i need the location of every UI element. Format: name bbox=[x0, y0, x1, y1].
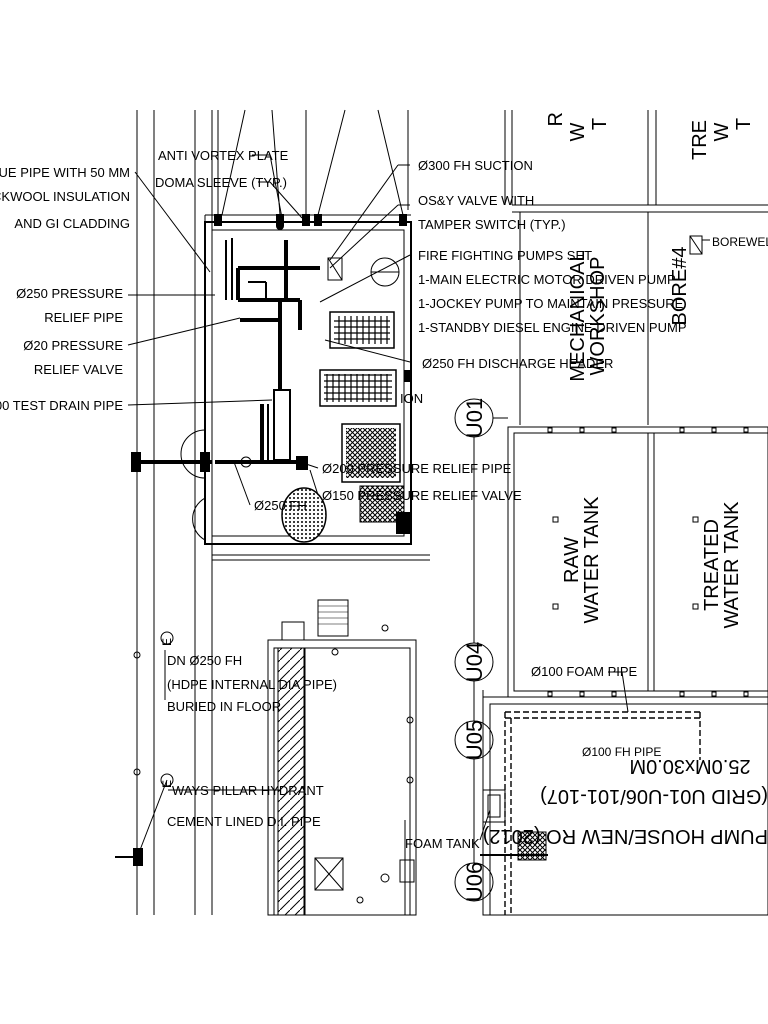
pump-room bbox=[180, 109, 412, 545]
fh-250-label: Ø250 FH bbox=[254, 498, 307, 513]
room-top-left-l1: R bbox=[545, 112, 567, 126]
treated-tank-l1: TREATED bbox=[701, 519, 723, 611]
pumps-set-line-4: 1-STANDBY DIESEL ENGINE DRIVEN PUMP bbox=[418, 320, 687, 335]
e-marker-2: E bbox=[160, 780, 174, 788]
dn-250-line-3: BURIED IN FLOOR bbox=[167, 699, 281, 714]
pressure-relief-valve-line-1: Ø20 PRESSURE bbox=[23, 338, 123, 353]
dn-250-line-2: (HDPE INTERNAL DIA PIPE) bbox=[167, 677, 337, 692]
fh-suction-label: Ø300 FH SUCTION bbox=[418, 158, 533, 173]
raw-tank-l1: RAW bbox=[561, 537, 583, 583]
pressure-relief-pipe-line-2: RELIEF PIPE bbox=[44, 310, 123, 325]
partial-ion-label: ION bbox=[400, 391, 423, 406]
room-label-raw-tank: RAW WATER TANK bbox=[561, 496, 603, 624]
leader-lines bbox=[127, 154, 710, 841]
pumps-set-line-1: FIRE FIGHTING PUMPS SET bbox=[418, 248, 592, 263]
workshop-l1: MECHANICAL bbox=[567, 250, 589, 381]
pillar-hydrant-symbol bbox=[115, 631, 174, 866]
pump-house-l1: PUMP HOUSE/NEW RO (2012) bbox=[483, 825, 768, 847]
room-label-top-left: R W T bbox=[545, 112, 611, 141]
grid-marker-u01: U01 bbox=[454, 398, 494, 438]
cement-lined-label: CEMENT LINED D.I. PIPE bbox=[167, 814, 321, 829]
room-top-right-l1: TRE bbox=[689, 120, 711, 160]
borewell-symbol bbox=[689, 235, 703, 255]
lower-building bbox=[212, 554, 430, 916]
flue-pipe-line-2: ROCKWOOL INSULATION bbox=[0, 189, 130, 204]
svg-text:U05: U05 bbox=[462, 720, 487, 760]
pillar-hydrant-label: WAYS PILLAR HYDRANT bbox=[172, 783, 324, 798]
svg-text:U06: U06 bbox=[462, 862, 487, 902]
room-label-pump-house: PUMP HOUSE/NEW RO (2012) (GRID U01-U06/1… bbox=[483, 755, 768, 847]
room-top-right-l2: W bbox=[711, 122, 733, 141]
grid-marker-u05: U05 bbox=[454, 720, 494, 760]
osy-valve-line-1: OS&Y VALVE WITH bbox=[418, 193, 534, 208]
relief-valve-150-label: Ø150 PRESSURE RELIEF VALVE bbox=[322, 488, 522, 503]
bore-label: BORE#4 bbox=[669, 247, 691, 326]
room-top-right-l3: T bbox=[733, 118, 755, 130]
dn-250-line-1: DN Ø250 FH bbox=[167, 653, 242, 668]
relief-pipe-200-label: Ø200 PRESSURE RELIEF PIPE bbox=[322, 461, 512, 476]
discharge-header-label: Ø250 FH DISCHARGE HEADER bbox=[422, 356, 613, 371]
pump-house-l3: 25.0Mx30.0M bbox=[629, 755, 750, 777]
room-top-left-l2: W bbox=[567, 122, 589, 141]
anti-vortex-label: ANTI VORTEX PLATE bbox=[158, 148, 289, 163]
svg-text:U01: U01 bbox=[462, 398, 487, 438]
doma-sleeve-label: DOMA SLEEVE (TYP.) bbox=[155, 175, 287, 190]
foam-pipe-label: Ø100 FOAM PIPE bbox=[531, 664, 638, 679]
flue-pipe-line-3: AND GI CLADDING bbox=[14, 216, 130, 231]
borewell-label: BOREWELL bbox=[712, 235, 768, 249]
workshop-l2: WORKSHOP bbox=[587, 257, 609, 376]
room-label-top-right: TRE W T bbox=[689, 118, 755, 160]
pumps-set-line-3: 1-JOCKEY PUMP TO MAINTAIN PRESSURE bbox=[418, 296, 684, 311]
pump-house-new-ro bbox=[480, 690, 768, 916]
foam-tank-label: FOAM TANK bbox=[405, 836, 480, 851]
room-label-treated-tank: TREATED WATER TANK bbox=[701, 501, 743, 629]
raw-tank-l2: WATER TANK bbox=[581, 496, 603, 624]
svg-text:U04: U04 bbox=[462, 642, 487, 682]
room-label-workshop: MECHANICAL WORKSHOP bbox=[567, 250, 609, 381]
grid-marker-u06: U06 bbox=[454, 862, 494, 902]
test-drain-pipe-label: Ø200 TEST DRAIN PIPE bbox=[0, 398, 123, 413]
e-marker: E bbox=[160, 638, 174, 646]
pump-house-l2: (GRID U01-U06/101-107) bbox=[540, 785, 768, 807]
fh-pipe-label: Ø100 FH PIPE bbox=[582, 745, 661, 759]
pumps-set-line-2: 1-MAIN ELECTRIC MOTOR DRIVEN PUMP bbox=[418, 272, 676, 287]
room-top-left-l3: T bbox=[589, 118, 611, 130]
hydrant-main bbox=[131, 452, 212, 472]
pressure-relief-pipe-line-1: Ø250 PRESSURE bbox=[16, 286, 123, 301]
pressure-relief-valve-line-2: RELIEF VALVE bbox=[34, 362, 123, 377]
callout-flue-pipe: Ø200 FLUE PIPE WITH 50 MM ROCKWOOL INSUL… bbox=[0, 165, 130, 231]
osy-valve-line-2: TAMPER SWITCH (TYP.) bbox=[418, 217, 566, 232]
treated-tank-l2: WATER TANK bbox=[721, 501, 743, 629]
workshop-building bbox=[504, 110, 768, 425]
flue-pipe-line-1: Ø200 FLUE PIPE WITH 50 MM bbox=[0, 165, 130, 180]
